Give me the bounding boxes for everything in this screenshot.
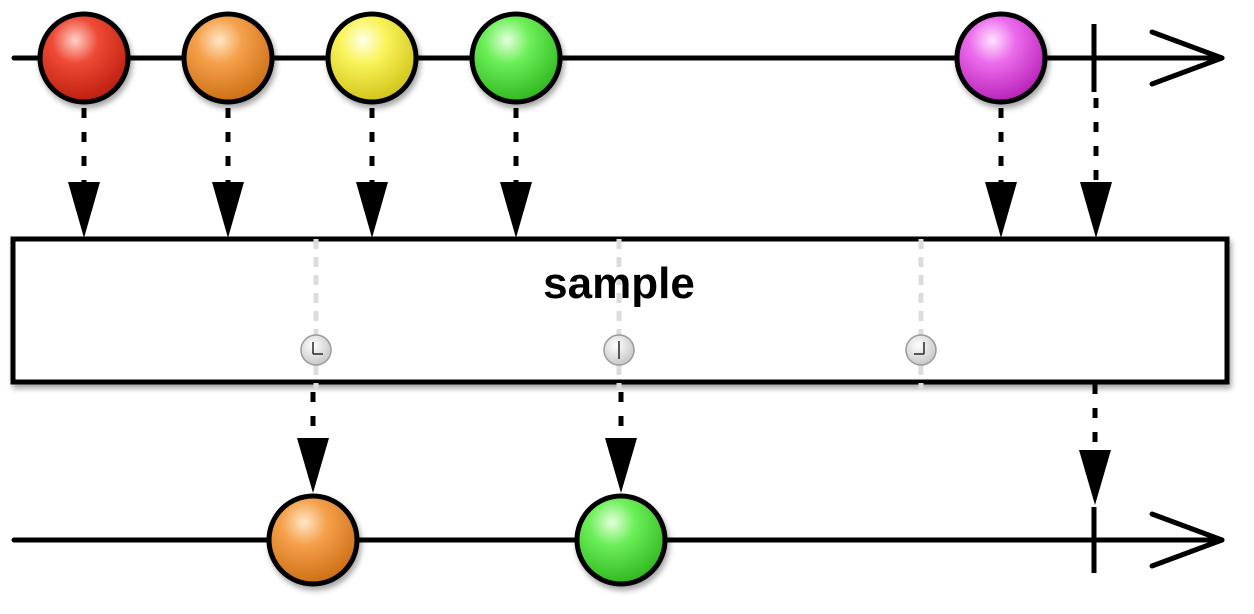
timeline-arrowhead [1149, 29, 1225, 87]
operator-box: sample [10, 236, 1230, 390]
magenta-marble [954, 11, 1048, 105]
result-marbles [266, 493, 668, 587]
dotted-arrow [1080, 98, 1112, 238]
green-marble [469, 11, 563, 105]
source-to-operator-arrows [68, 98, 1112, 238]
dotted-arrow [212, 108, 244, 238]
yellow-marble [325, 11, 419, 105]
orange-marble [181, 11, 275, 105]
sampler-clocks [300, 334, 937, 366]
dotted-arrow [500, 108, 532, 238]
operator-to-result-arrows [297, 384, 1111, 505]
source-marbles [37, 11, 1048, 105]
dotted-arrow [297, 392, 329, 493]
clock-icon [603, 334, 635, 366]
dotted-arrow [1079, 384, 1111, 505]
red-marble [37, 11, 131, 105]
dotted-arrow [68, 108, 100, 238]
clock-icon [905, 334, 937, 366]
timeline-arrowhead [1149, 511, 1225, 569]
green-marble [574, 493, 668, 587]
dotted-arrow [605, 392, 637, 493]
clock-icon [300, 334, 332, 366]
orange-marble [266, 493, 360, 587]
dotted-arrow [985, 108, 1017, 238]
operator-label: sample [543, 259, 695, 308]
sampler-tick-lines [313, 239, 924, 390]
dotted-arrow [356, 108, 388, 238]
